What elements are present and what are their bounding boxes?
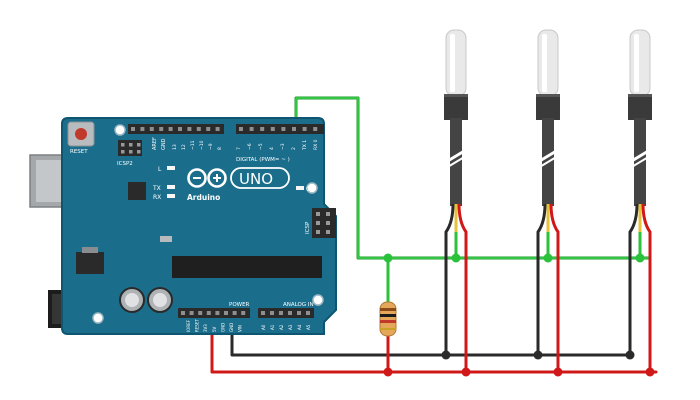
junction-dot <box>383 253 393 263</box>
usb-chip <box>128 182 146 200</box>
digital-pin-label: 8 <box>217 147 223 150</box>
analog-header: A0 A1 A2 A3 A4 A5 <box>258 308 314 330</box>
analog-pin-label: A1 <box>270 324 275 330</box>
mount-hole <box>306 182 318 194</box>
led-on <box>296 186 304 190</box>
power-pin-label: 3V3 <box>203 324 208 332</box>
pcb <box>61 117 337 335</box>
uno-badge <box>230 167 290 189</box>
mount-hole <box>312 294 324 306</box>
temperature-sensor-probe <box>628 29 652 233</box>
power-pin-label: GND <box>229 323 234 332</box>
analog-pin-label: A5 <box>306 324 311 330</box>
data-wire-pin2-hl <box>295 97 649 259</box>
digital-pin-label: ~9 <box>208 143 214 150</box>
temperature-sensor-probe <box>444 29 468 233</box>
digital-pin-label: 4 <box>269 147 275 150</box>
digital-pin-label: 2 <box>291 147 297 150</box>
junction-dot <box>635 253 645 263</box>
reset-button-cap <box>75 128 87 140</box>
power-pin-label: IOREF <box>186 319 191 332</box>
brand-wordmark: Arduino <box>187 193 220 202</box>
led-rx <box>167 194 175 198</box>
regulator <box>76 252 104 274</box>
digital-pin-label: 7 <box>236 147 242 150</box>
digital-pin-label: ~6 <box>247 143 253 150</box>
power-pin-label: 5V <box>212 326 217 332</box>
led-tx <box>167 185 175 189</box>
led-rx-label: RX <box>153 194 161 201</box>
temperature-sensor-probe <box>536 29 560 233</box>
atmega-chip <box>172 256 322 278</box>
junction-dot <box>383 367 393 377</box>
digital-pin-label: ~5 <box>258 143 264 150</box>
junction-dot <box>645 367 655 377</box>
power-pin-label: RESET <box>195 319 200 332</box>
led-tx-label: TX <box>152 185 161 192</box>
pullup-resistor <box>379 301 397 337</box>
digital-pin-label: TX 1 <box>302 140 308 151</box>
icsp2-label: ICSP2 <box>117 161 133 167</box>
mount-hole <box>114 124 126 136</box>
digital-pin-label: ~10 <box>199 140 205 150</box>
junction-dot <box>451 253 461 263</box>
analog-pin-label: A2 <box>279 324 284 330</box>
icsp-label: ICSP <box>305 221 311 234</box>
digital-pin-label: ~11 <box>190 140 196 150</box>
led-l-label: L <box>158 166 162 173</box>
analog-pin-label: A3 <box>288 324 293 330</box>
junction-dot <box>533 350 543 360</box>
digital-pin-label: 12 <box>181 144 187 150</box>
led-on-label: ON <box>306 186 315 193</box>
junction-dot <box>625 350 635 360</box>
arduino-logo <box>187 168 227 188</box>
icsp2-header <box>118 140 142 156</box>
digital-pin-label: RX 0 <box>313 139 319 150</box>
uno-wordmark: UNO <box>239 170 273 188</box>
junction-dot <box>441 350 451 360</box>
reset-label: RESET <box>70 149 88 155</box>
icsp-header <box>312 208 336 238</box>
junction-dot <box>543 253 553 263</box>
crystal <box>160 236 172 242</box>
temperature-sensors <box>444 29 652 233</box>
aref-label: AREF <box>152 137 158 150</box>
analog-label: ANALOG IN <box>283 302 314 308</box>
junction-dot <box>553 367 563 377</box>
power-pin-label: GND <box>220 323 225 332</box>
digital-pin-label: ~3 <box>280 143 286 150</box>
digital-label: DIGITAL (PWM= ~ ) <box>236 157 290 163</box>
led-l <box>167 166 175 170</box>
capacitors <box>119 287 173 313</box>
power-label: POWER <box>229 302 250 308</box>
digital-header <box>128 124 324 134</box>
power-pin-label: VIN <box>238 325 243 332</box>
data-wire-pin2 <box>294 96 650 260</box>
analog-pin-label: A4 <box>297 324 302 330</box>
mount-hole <box>92 312 104 324</box>
digital-pin-label: 13 <box>172 144 178 150</box>
junction-dot <box>461 367 471 377</box>
analog-pin-label: A0 <box>261 324 266 330</box>
junctions <box>383 253 655 377</box>
gnd-label-top: GND <box>161 138 167 150</box>
